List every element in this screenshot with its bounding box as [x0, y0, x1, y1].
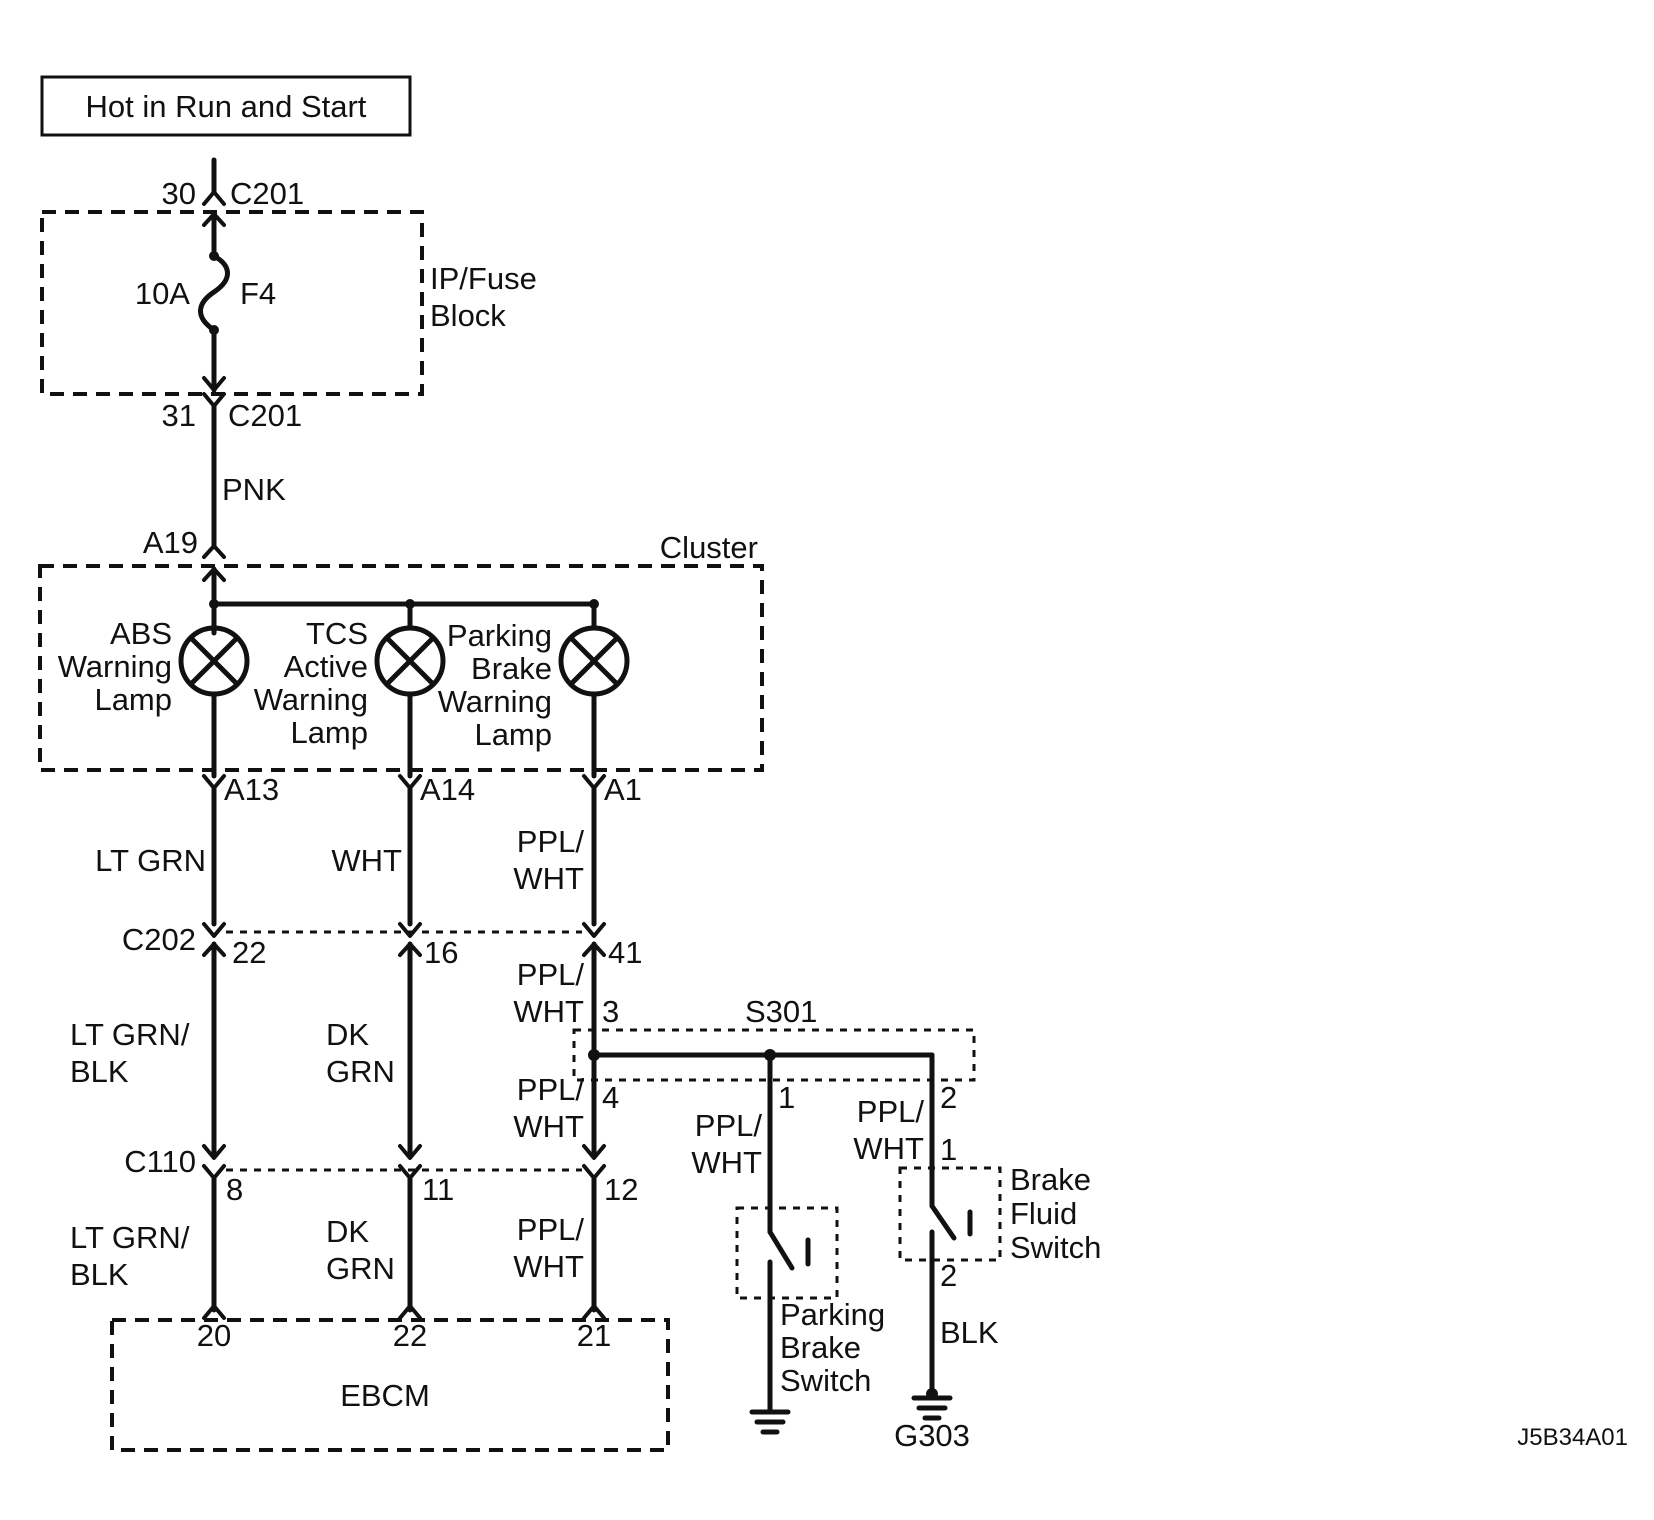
c202-label: C202: [122, 922, 196, 957]
pb-wire-label-1: PPL/: [695, 1108, 763, 1143]
a14-label: A14: [420, 772, 475, 807]
abs-lamp-label-3: Lamp: [94, 682, 172, 717]
ppl-wht-bottom-2: WHT: [513, 1249, 584, 1284]
a19-label: A19: [143, 525, 198, 560]
dk-grn-label-2: GRN: [326, 1054, 395, 1089]
brake-fluid-switch-icon: [929, 1203, 973, 1399]
cluster-label: Cluster: [660, 530, 758, 565]
power-source-box: [40, 75, 412, 137]
a13-label: A13: [224, 772, 279, 807]
bf-wire-label-2: WHT: [853, 1131, 924, 1166]
tcs-lamp-label-3: Warning: [254, 682, 368, 717]
cluster-outline: [38, 564, 764, 772]
c202-abs-pin: 22: [232, 935, 266, 970]
c201-bottom-pin: 31: [162, 398, 196, 433]
ppl-wht-bottom-1: PPL/: [517, 1212, 585, 1247]
ebcm-tcs-pin: 22: [393, 1318, 427, 1353]
ppl-wht-wire-label-2: WHT: [513, 861, 584, 896]
pb-switch-label-2: Brake: [780, 1330, 861, 1365]
ebcm-outline: [110, 1318, 670, 1452]
fuse-block-label-2: Block: [430, 298, 506, 333]
lt-grn-blk-lower-2: BLK: [70, 1257, 129, 1292]
ppl-wht-upper-label-1: PPL/: [517, 957, 585, 992]
lt-grn-blk-lower-1: LT GRN/: [70, 1220, 190, 1255]
g303-ground-icon: [911, 1395, 953, 1421]
c201-top-label: C201: [230, 176, 304, 211]
c202-tcs-pin: 16: [424, 935, 458, 970]
blk-wire-label: BLK: [940, 1315, 999, 1350]
bf-top-pin: 1: [940, 1132, 957, 1167]
park-lamp-label-1: Parking: [447, 618, 552, 653]
lt-grn-wire-label: LT GRN: [95, 843, 206, 878]
a1-label: A1: [604, 772, 642, 807]
ppl-wht-lower-label-2: WHT: [513, 1109, 584, 1144]
ppl-wht-wire-label-1: PPL/: [517, 824, 585, 859]
a19-connector: [202, 544, 226, 559]
dk-grn-lower-2: GRN: [326, 1251, 395, 1286]
park-lamp-label-4: Lamp: [474, 717, 552, 752]
c201-bottom-label: C201: [228, 398, 302, 433]
c201-top-connector: [202, 190, 226, 206]
parking-brake-warning-lamp-icon: [558, 625, 630, 697]
ebcm-label: EBCM: [340, 1378, 430, 1413]
pnk-wire-label: PNK: [222, 472, 286, 507]
fuse-f4-icon: [198, 253, 230, 333]
lt-grn-blk-label-1: LT GRN/: [70, 1017, 190, 1052]
s301-in-pin: 3: [602, 994, 619, 1029]
g303-label: G303: [894, 1418, 970, 1453]
fuse-rating: 10A: [135, 276, 190, 311]
c202-park-pin: 41: [608, 935, 642, 970]
abs-lamp-label-1: ABS: [110, 616, 172, 651]
abs-warning-lamp-icon: [178, 625, 250, 697]
ppl-wht-upper-label-2: WHT: [513, 994, 584, 1029]
parking-brake-switch-outline: [735, 1206, 839, 1300]
c110-label: C110: [124, 1144, 196, 1179]
c110-tcs-pin: 11: [422, 1172, 454, 1207]
bf-bottom-pin: 2: [940, 1258, 957, 1293]
s301-down-pin: 4: [602, 1080, 619, 1115]
power-source-label: Hot in Run and Start: [86, 89, 367, 124]
c202-tcs-connector: [398, 922, 422, 938]
s301-label: S301: [745, 994, 817, 1029]
pb-switch-label-3: Switch: [780, 1363, 871, 1398]
s301-splice-outline: [572, 1028, 976, 1082]
ebcm-park-pin: 21: [577, 1318, 611, 1353]
parking-brake-switch-icon: [767, 1229, 811, 1413]
s301-pb-pin: 1: [778, 1080, 795, 1115]
c201-top-pin: 30: [162, 176, 196, 211]
ebcm-abs-pin: 20: [197, 1318, 231, 1353]
bf-switch-label-3: Switch: [1010, 1230, 1101, 1265]
fuse-block-label-1: IP/Fuse: [430, 261, 537, 296]
fuse-name: F4: [240, 276, 276, 311]
tcs-lamp-label-2: Active: [284, 649, 368, 684]
bf-switch-label-2: Fluid: [1010, 1196, 1077, 1231]
c110-abs-pin: 8: [226, 1172, 243, 1207]
lt-grn-blk-label-2: BLK: [70, 1054, 129, 1089]
park-lamp-label-2: Brake: [471, 651, 552, 686]
figure-reference: J5B34A01: [1517, 1424, 1628, 1451]
fuse-block-outline: [40, 210, 424, 396]
brake-fluid-switch-outline: [898, 1166, 1002, 1262]
c110-park-pin: 12: [604, 1172, 638, 1207]
dk-grn-lower-1: DK: [326, 1214, 369, 1249]
wht-wire-label: WHT: [331, 843, 402, 878]
tcs-lamp-label-1: TCS: [306, 616, 368, 651]
c202-park-connector: [582, 922, 606, 938]
bf-wire-label-1: PPL/: [857, 1094, 925, 1129]
s301-bf-pin: 2: [940, 1080, 957, 1115]
pb-switch-label-1: Parking: [780, 1297, 885, 1332]
fuse-bottom-arrow: [202, 376, 226, 392]
pb-wire-label-2: WHT: [691, 1145, 762, 1180]
abs-lamp-label-2: Warning: [58, 649, 172, 684]
ground-icon: [749, 1409, 791, 1435]
park-lamp-label-3: Warning: [438, 684, 552, 719]
ppl-wht-lower-label-1: PPL/: [517, 1072, 585, 1107]
tcs-lamp-label-4: Lamp: [290, 715, 368, 750]
tcs-warning-lamp-icon: [374, 625, 446, 697]
bf-switch-label-1: Brake: [1010, 1162, 1091, 1197]
c202-abs-connector: [202, 922, 226, 938]
dk-grn-label-1: DK: [326, 1017, 369, 1052]
